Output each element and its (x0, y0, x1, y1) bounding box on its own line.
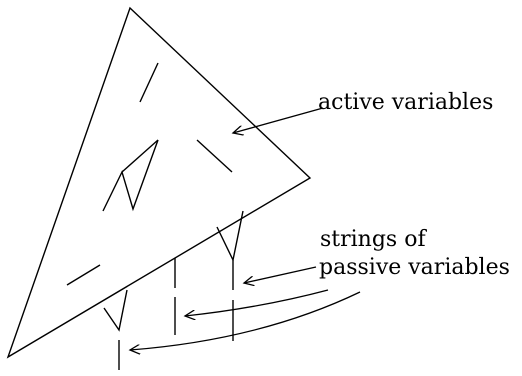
active-stroke (139, 62, 159, 103)
active-stroke (196, 139, 233, 173)
arrow-active (233, 107, 324, 133)
active-stroke (66, 264, 101, 286)
triangle-outline (6, 6, 312, 359)
passive-funnel-left (103, 289, 128, 332)
passive-funnel-right (216, 210, 244, 263)
active-variable-strokes (66, 62, 233, 286)
label-strings-of: strings of (320, 227, 426, 252)
passive-variable-strings (103, 210, 244, 370)
arrow-passive-middle (185, 289, 329, 316)
active-wedge-stroke (121, 139, 159, 173)
label-passive-variables: passive variables (319, 255, 510, 280)
active-wedge-shape (102, 139, 159, 212)
arrow-passive-right (244, 266, 317, 283)
label-arrows (130, 107, 361, 350)
arrow-passive-left (130, 291, 361, 350)
label-active-variables: active variables (318, 90, 494, 115)
